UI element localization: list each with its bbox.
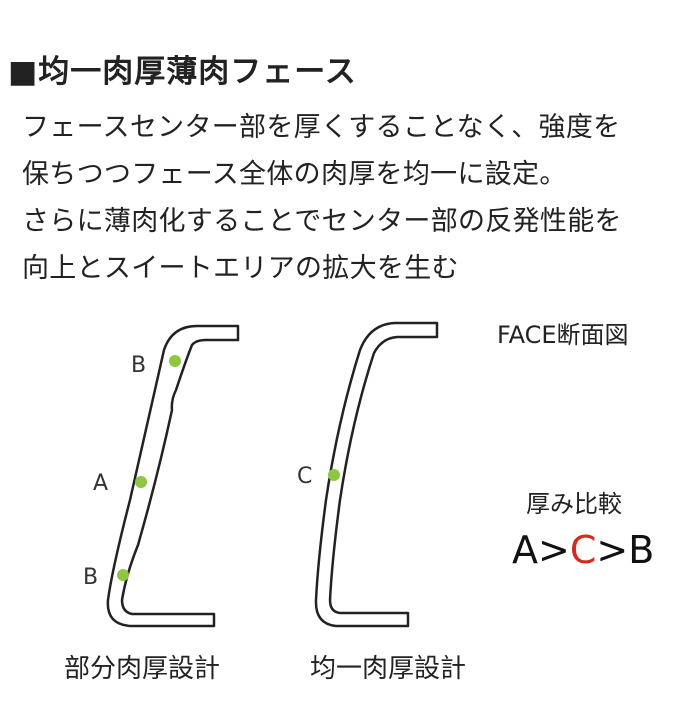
section-heading: ■均一肉厚薄肉フェース (8, 54, 357, 90)
left-face-profile (106, 324, 240, 628)
point-label-b-bottom: B (83, 565, 98, 590)
right-caption: 均一肉厚設計 (310, 654, 466, 684)
compare-c: C (570, 528, 597, 572)
point-label-b-top: B (131, 353, 146, 378)
description-line: フェースセンター部を厚くすることなく、強度を (22, 112, 621, 143)
compare-gt-1: > (538, 528, 570, 572)
diagram-title: FACE断面図 (497, 321, 629, 349)
thickness-comparison: A>C>B (512, 528, 654, 572)
compare-a: A (512, 528, 538, 572)
point-label-c: C (297, 464, 312, 489)
point-b-bottom-marker (117, 569, 129, 581)
description-line: 保ちつつフェース全体の肉厚を均一に設定。 (22, 159, 567, 190)
point-b-top-marker (169, 355, 181, 367)
description: フェースセンター部を厚くすることなく、強度を 保ちつつフェース全体の肉厚を均一に… (22, 104, 682, 292)
description-line: さらに薄肉化することでセンター部の反発性能を (22, 206, 622, 237)
left-caption: 部分肉厚設計 (64, 654, 220, 684)
comparison-title: 厚み比較 (526, 490, 622, 518)
compare-b: B (628, 528, 654, 572)
compare-gt-2: > (596, 528, 628, 572)
point-a-marker (135, 476, 147, 488)
right-face-profile (314, 321, 439, 628)
point-label-a: A (93, 471, 108, 496)
point-c-marker (328, 469, 340, 481)
description-line: 向上とスイートエリアの拡大を生む (22, 253, 459, 284)
